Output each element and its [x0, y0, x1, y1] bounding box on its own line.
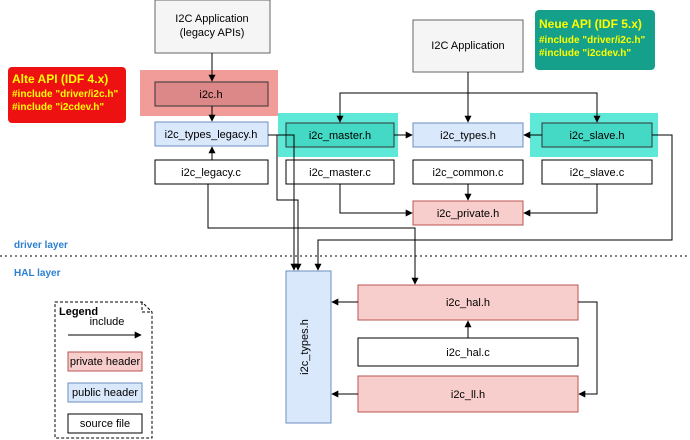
i2c-legacy-c-box: i2c_legacy.c — [154, 159, 269, 185]
i2c-types-legacy-h-box: i2c_types_legacy.h — [154, 121, 269, 147]
arrow-slave-c-to-private-h — [523, 184, 598, 217]
new-api-title: Neue API (IDF 5.x) — [539, 17, 642, 31]
old-api-callout: Alte API (IDF 4.x) #include "driver/i2c.… — [8, 67, 126, 123]
i2c-hal-h-label: i2c_hal.h — [446, 297, 490, 309]
legend-public-header-label: public header — [72, 387, 138, 399]
legend-source-file-label: source file — [80, 418, 130, 430]
i2c-hal-h-box: i2c_hal.h — [357, 284, 579, 321]
new-api-callout: Neue API (IDF 5.x) #include "driver/i2c.… — [535, 10, 655, 70]
old-api-include-2: #include "i2cdev.h" — [12, 102, 104, 113]
i2c-ll-h-box: i2c_ll.h — [357, 375, 579, 413]
legend-public-header: public header — [67, 382, 143, 403]
i2c-master-c-label: i2c_master.c — [309, 167, 371, 179]
i2c-master-h-box: i2c_master.h — [285, 122, 395, 148]
driver-layer-label: driver layer — [14, 240, 68, 251]
i2c-app-label: I2C Application — [431, 40, 504, 52]
i2c-slave-c-label: i2c_slave.c — [570, 167, 625, 179]
old-api-include-1: #include "driver/i2c.h" — [12, 89, 118, 100]
i2c-h-box: i2c.h — [154, 81, 269, 107]
i2c-private-h-label: i2c_private.h — [437, 208, 499, 220]
hal-i2c-types-h-label: i2c_types.h — [299, 319, 311, 375]
arrow-legacy-c-to-hal-h — [207, 184, 419, 285]
hal-i2c-types-h-box: i2c_types.h — [285, 270, 332, 424]
legacy-app-line1: I2C Application — [175, 13, 248, 25]
i2c-hal-c-box: i2c_hal.c — [357, 337, 579, 367]
legend-private-header-label: private header — [70, 356, 141, 368]
arrow-master-h-to-hal-types — [276, 134, 302, 271]
hal-layer-label: HAL layer — [14, 268, 61, 279]
old-api-title: Alte API (IDF 4.x) — [12, 72, 108, 86]
i2c-private-h-box: i2c_private.h — [412, 200, 524, 226]
i2c-h-label: i2c.h — [199, 89, 222, 101]
legend-private-header: private header — [67, 351, 143, 372]
i2c-common-c-box: i2c_common.c — [412, 159, 524, 185]
arrow-app-to-slave-h — [468, 92, 601, 123]
arrow-slave-h-to-hal-types — [314, 134, 673, 271]
i2c-types-legacy-h-label: i2c_types_legacy.h — [165, 129, 258, 141]
i2c-common-c-label: i2c_common.c — [433, 167, 504, 179]
i2c-types-h-box: i2c_types.h — [412, 122, 524, 148]
i2c-slave-h-label: i2c_slave.h — [569, 130, 624, 142]
legend: Legend include private header public hea… — [54, 301, 153, 439]
i2c-legacy-c-label: i2c_legacy.c — [181, 167, 241, 179]
legacy-application-box: I2C Application (legacy APIs) — [154, 0, 271, 54]
legacy-app-line2: (legacy APIs) — [180, 27, 245, 39]
include-arrows — [207, 53, 673, 398]
new-api-include-1: #include "driver/i2c.h" — [539, 35, 645, 46]
legend-source-file: source file — [67, 413, 143, 434]
i2c-ll-h-label: i2c_ll.h — [451, 389, 485, 401]
legend-include-label: include — [90, 316, 125, 328]
i2c-application-box: I2C Application — [412, 19, 524, 73]
i2c-types-h-label: i2c_types.h — [440, 130, 496, 142]
arrow-master-c-to-private-h — [339, 184, 413, 217]
arrow-hal-h-to-ll-h — [578, 301, 598, 398]
i2c-master-h-label: i2c_master.h — [309, 130, 371, 142]
new-api-include-2: #include "i2cdev.h" — [539, 48, 631, 59]
legend-title: Legend — [59, 306, 98, 318]
i2c-slave-c-box: i2c_slave.c — [541, 159, 653, 185]
i2c-slave-h-box: i2c_slave.h — [541, 122, 653, 148]
i2c-master-c-box: i2c_master.c — [285, 159, 395, 185]
i2c-hal-c-label: i2c_hal.c — [446, 347, 490, 359]
